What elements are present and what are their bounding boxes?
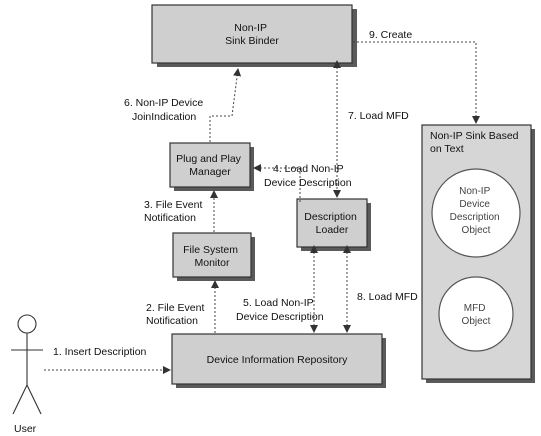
user-actor-icon xyxy=(11,314,43,415)
non-ip-sink-panel-title: Non-IP Sink Based on Text xyxy=(430,130,521,155)
edge-8-label: 8. Load MFD xyxy=(357,291,418,303)
file-system-monitor-box: File System Monitor xyxy=(172,232,255,281)
edge-4-label: 4. Load Non-IP Device Description xyxy=(264,163,352,189)
description-loader-label: Description Loader xyxy=(304,211,359,236)
edge-6-arrow xyxy=(209,68,242,142)
plug-and-play-manager-label: Plug and Play Manager xyxy=(176,153,244,178)
sink-binder-box: Non-IP Sink Binder xyxy=(151,4,357,67)
plug-and-play-manager-box: Plug and Play Manager xyxy=(169,142,254,191)
mfd-object-label: MFD Object xyxy=(462,303,491,327)
edge-9-arrow xyxy=(353,41,480,124)
edge-1-label: 1. Insert Description xyxy=(53,346,147,358)
user-actor-label: User xyxy=(14,423,37,435)
description-loader-box: Description Loader xyxy=(296,198,371,251)
edge-9-label: 9. Create xyxy=(369,29,412,41)
device-information-repository-box: Device Information Repository xyxy=(171,333,386,388)
edge-6-label: 6. Non-IP Device JoinIndication xyxy=(124,97,206,123)
device-description-object-label: Non-IP Device Description Object xyxy=(450,186,503,236)
edge-5-label: 5. Load Non-IP Device Description xyxy=(236,297,324,323)
sink-binder-label: Non-IP Sink Binder xyxy=(225,22,279,47)
edge-7-label: 7. Load MFD xyxy=(348,110,409,122)
mfd-object-circle xyxy=(438,276,514,352)
non-ip-sink-panel: Non-IP Sink Based on Text Non-IP Device … xyxy=(421,124,535,383)
edge-3-label: 3. File Event Notification xyxy=(144,199,205,224)
device-information-repository-label: Device Information Repository xyxy=(207,354,348,366)
file-system-monitor-label: File System Monitor xyxy=(183,244,241,269)
device-description-object-circle xyxy=(431,168,521,258)
edge-4-arrow xyxy=(253,164,301,202)
edge-2-label: 2. File Event Notification xyxy=(146,302,207,327)
